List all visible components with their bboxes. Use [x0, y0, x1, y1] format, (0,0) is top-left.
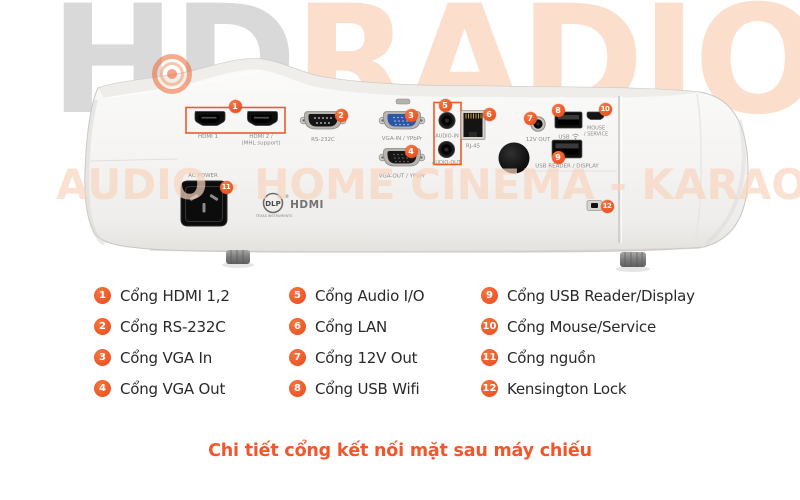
port-badge-6: 6 [482, 107, 496, 121]
security-bar-slot [395, 98, 411, 105]
legend-label: Cổng nguồn [507, 348, 596, 367]
legend-label: Cổng HDMI 1,2 [120, 286, 230, 305]
kensington-lock-slot [586, 200, 603, 211]
legend-badge: 3 [94, 349, 111, 366]
legend-badge: 1 [94, 287, 111, 304]
port-badge-5: 5 [438, 98, 452, 112]
legend-item-kensington: 12 Kensington Lock [481, 379, 695, 398]
tagline-watermark: AUDIO - HOME CINEMA - KARAOKE [56, 160, 800, 209]
port-badge-9: 9 [551, 150, 565, 164]
wifi-icon [572, 133, 579, 140]
legend-item-lan: 6 Cổng LAN [289, 317, 424, 336]
port-badge-7: 7 [523, 111, 537, 125]
lan-label: RJ-45 [466, 144, 481, 150]
legend-label: Cổng USB Reader/Display [507, 286, 695, 305]
brand-rings-icon [152, 54, 192, 94]
legend-badge: 2 [94, 318, 111, 335]
ac-power-port: AC POWER [180, 173, 228, 227]
legend-label: Cổng USB Wifi [315, 379, 420, 398]
dlp-logo-text: DLP [265, 200, 280, 208]
legend-item-power: 11 Cổng nguồn [481, 348, 695, 367]
caption: Chi tiết cổng kết nối mặt sau máy chiếu [208, 441, 592, 461]
port-badge-3: 3 [404, 108, 418, 122]
legend-item-hdmi: 1 Cổng HDMI 1,2 [94, 286, 230, 305]
usb-reader-label: USB READER / DISPLAY [535, 164, 599, 170]
hdmi-logo: HDMI [290, 199, 324, 211]
port-badge-4: 4 [404, 144, 418, 158]
hdmi2-label: HDMI 2 / [249, 134, 273, 140]
legend-label: Cổng Mouse/Service [507, 317, 657, 336]
legend-badge: 10 [481, 318, 498, 335]
legend-badge: 5 [289, 287, 306, 304]
legend-item-usb-wifi: 8 Cổng USB Wifi [289, 379, 424, 398]
lan-port: RJ-45 [460, 110, 486, 150]
rs232c-label: RS-232C [311, 137, 335, 143]
legend-item-usb-reader: 9 Cổng USB Reader/Display [481, 286, 695, 305]
legend-item-rs232c: 2 Cổng RS-232C [94, 317, 230, 336]
projector-feet [222, 250, 650, 272]
port-badge-11: 11 [219, 180, 233, 194]
legend-label: Cổng VGA Out [120, 379, 226, 398]
mouse-service-label2: / SERVICE [584, 132, 608, 138]
mouse-service-label: MOUSE [587, 126, 605, 132]
legend-label: Cổng 12V Out [315, 348, 418, 367]
legend-item-mouse-service: 10 Cổng Mouse/Service [481, 317, 695, 336]
legend-item-vga-in: 3 Cổng VGA In [94, 348, 230, 367]
left-foot [226, 250, 250, 264]
dlp-sub-text: TEXAS INSTRUMENTS [255, 214, 293, 218]
vga-out-label: VGA-OUT / YPbPr [379, 174, 426, 180]
legend-column-2: 5 Cổng Audio I/O 6 Cổng LAN 7 Cổng 12V O… [289, 286, 425, 398]
usb-wifi-label: USB [558, 135, 570, 141]
legend-badge: 7 [289, 349, 306, 366]
dc-out-label: 12V OUT [526, 137, 551, 143]
port-badge-8: 8 [551, 103, 565, 117]
legend-badge: 8 [289, 380, 306, 397]
legend-badge: 6 [289, 318, 306, 335]
dlp-reg-mark: ® [285, 194, 289, 199]
legend-item-vga-out: 4 Cổng VGA Out [94, 379, 230, 398]
audio-in-label: AUDIO-IN [435, 134, 459, 140]
port-badge-1: 1 [228, 99, 242, 113]
hdmi1-label: HDMI 1 [198, 134, 218, 140]
ac-power-label: AC POWER [188, 173, 218, 179]
legend-item-12v: 7 Cổng 12V Out [289, 348, 424, 367]
legend-label: Cổng Audio I/O [315, 286, 425, 305]
port-badge-10: 10 [598, 102, 612, 116]
right-foot [620, 252, 646, 267]
port-badge-2: 2 [334, 108, 348, 122]
rs232c-port: RS-232C [299, 111, 347, 143]
legend-badge: 12 [481, 380, 498, 397]
legend-label: Cổng RS-232C [120, 317, 226, 336]
legend-badge: 4 [94, 380, 111, 397]
legend-label: Cổng VGA In [120, 348, 213, 367]
hdmi2-label-mhl: (MHL support) [241, 141, 280, 147]
vga-in-label: VGA-IN / YPbPr [382, 136, 423, 142]
legend-badge: 11 [481, 349, 498, 366]
ir-receiver [498, 142, 530, 174]
legend-item-audio: 5 Cổng Audio I/O [289, 286, 425, 305]
port-badge-12: 12 [600, 199, 614, 213]
usb-reader-port: USB READER / DISPLAY [535, 139, 599, 170]
legend-label: Kensington Lock [507, 379, 627, 398]
legend-column-3: 9 Cổng USB Reader/Display 10 Cổng Mouse/… [481, 286, 695, 398]
audio-out-label: AUDIO-OUT [432, 160, 462, 166]
legend-badge: 9 [481, 287, 498, 304]
legend-column-1: 1 Cổng HDMI 1,2 2 Cổng RS-232C 3 Cổng VG… [94, 286, 230, 398]
dlp-logo: DLP ® TEXAS INSTRUMENTS [255, 192, 293, 218]
legend-label: Cổng LAN [315, 317, 388, 336]
usb-wifi-port: USB [554, 111, 583, 141]
